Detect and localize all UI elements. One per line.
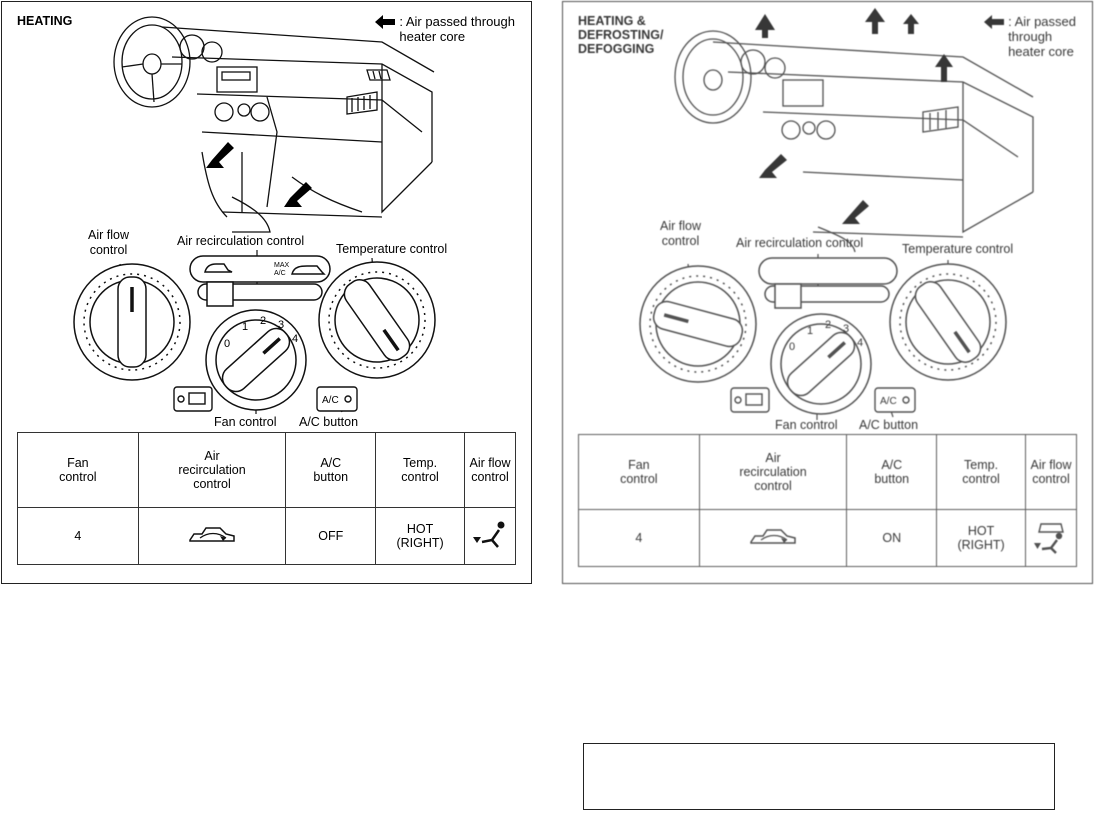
legend-text: : Air passed through heater core (399, 14, 515, 44)
value-ac: OFF (285, 507, 377, 565)
header-air-recirculation: Air recirculation control (698, 434, 848, 510)
left-arrow-icon (984, 15, 1005, 29)
foot-defrost-icon (1034, 522, 1064, 554)
fan-number-2: 2 (825, 319, 831, 331)
fan-control-label: Fan control (775, 418, 838, 432)
svg-text:A/C: A/C (274, 270, 286, 277)
ac-button-label: A/C button (299, 415, 359, 429)
header-temp-control: Temp. control (375, 432, 465, 508)
value-temp: HOT (RIGHT) (936, 509, 1026, 567)
header-ac-button: A/C button (285, 432, 377, 508)
settings-table: Fan control Air recirculation control A/… (578, 434, 1077, 567)
foot-vent-icon (473, 521, 505, 548)
header-temp-control: Temp. control (936, 434, 1026, 510)
fan-number-4: 4 (857, 337, 863, 349)
fan-number-1: 1 (807, 325, 813, 337)
ac-button[interactable] (316, 386, 358, 412)
legend: : Air passed through heater core (984, 14, 1076, 59)
fan-number-2: 2 (260, 315, 266, 327)
max-ac-label: MAX (274, 262, 290, 269)
panel-title: HEATING & DEFROSTING/ DEFOGGING (578, 14, 664, 56)
header-air-flow: Air flow control (464, 432, 516, 508)
value-fan: 4 (17, 507, 139, 565)
ac-button-label: A/C button (859, 418, 919, 432)
left-arrow-icon (375, 15, 396, 29)
temperature-control-label: Temperature control (336, 242, 448, 256)
fan-number-1: 1 (242, 321, 248, 333)
heating-defrosting-panel: HEATING & DEFROSTING/ DEFOGGING : Air pa… (562, 1, 1093, 584)
panel-title: HEATING (17, 14, 73, 28)
header-air-flow: Air flow control (1025, 434, 1077, 510)
value-fan: 4 (578, 509, 700, 567)
legend: : Air passed through heater core (375, 14, 515, 44)
fan-number-3: 3 (278, 319, 284, 331)
dashboard-illustration: MAX A/C 0 1 2 3 4 (73, 16, 436, 414)
air-recirculation-control-label: Air recirculation control (177, 234, 305, 248)
fan-number-4: 4 (292, 333, 298, 345)
air-flow-control-label: Air flow control (660, 219, 701, 248)
legend-text: : Air passed through heater core (1008, 14, 1076, 59)
ac-button-text: A/C (322, 395, 339, 406)
temperature-control-label: Temperature control (902, 242, 1014, 256)
note-box (583, 743, 1055, 810)
fan-number-3: 3 (843, 323, 849, 335)
header-air-recirculation: Air recirculation control (137, 432, 287, 508)
heating-panel: HEATING : Air passed through heater core (1, 1, 532, 584)
fan-number-0: 0 (789, 341, 795, 353)
header-fan-control: Fan control (17, 432, 139, 508)
rear-defrost-button[interactable] (730, 387, 770, 413)
value-ac: ON (846, 509, 938, 567)
rear-defrost-button[interactable] (173, 386, 213, 412)
fan-control-label: Fan control (214, 415, 277, 429)
header-fan-control: Fan control (578, 434, 700, 510)
header-ac-button: A/C button (846, 434, 938, 510)
value-air-flow (1025, 509, 1077, 567)
value-temp: HOT (RIGHT) (375, 507, 465, 565)
value-recirculation (137, 507, 287, 565)
ac-button[interactable] (874, 387, 916, 413)
dashboard-illustration: 0 1 2 3 4 A/C (639, 8, 1034, 420)
car-recirculation-icon (750, 528, 796, 544)
fan-number-0: 0 (224, 338, 230, 350)
value-air-flow (464, 507, 516, 565)
value-recirculation (698, 509, 848, 567)
air-recirculation-control-label: Air recirculation control (736, 236, 864, 250)
air-flow-control-label: Air flow control (88, 228, 129, 257)
car-recirculation-icon (189, 526, 235, 542)
settings-table: Fan control Air recirculation control A/… (17, 432, 516, 565)
ac-button-text: A/C (880, 396, 897, 407)
